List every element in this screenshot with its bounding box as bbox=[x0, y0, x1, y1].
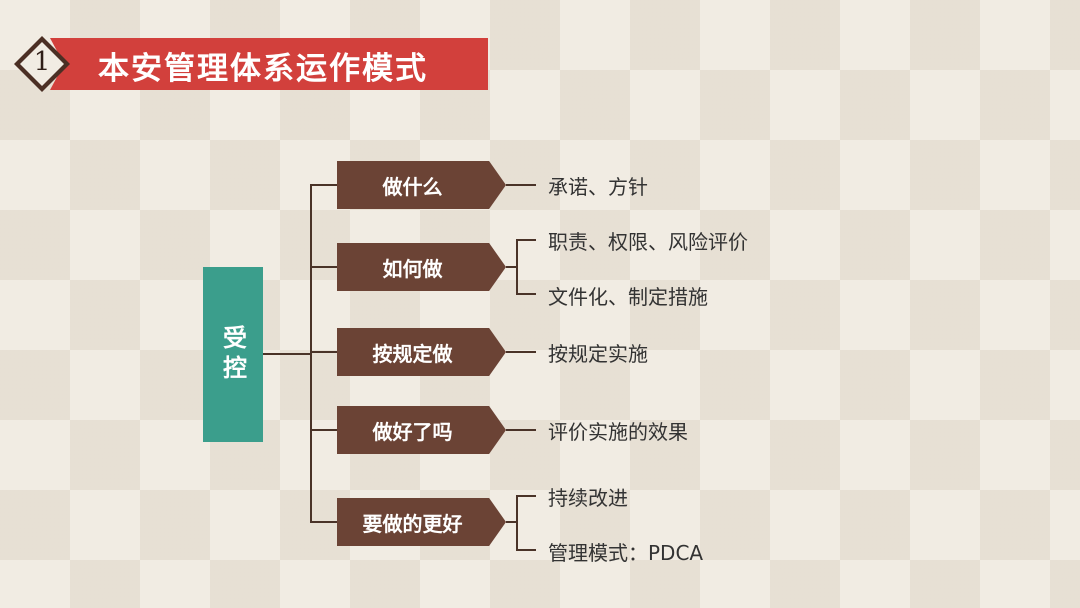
title-band bbox=[50, 38, 488, 90]
step-note: 持续改进 bbox=[548, 486, 628, 510]
note-connector bbox=[516, 239, 536, 241]
step-box: 做什么 bbox=[337, 161, 506, 209]
note-bracket bbox=[516, 495, 518, 550]
step-box: 要做的更好 bbox=[337, 498, 506, 546]
step-box: 按规定做 bbox=[337, 328, 506, 376]
note-connector bbox=[516, 293, 536, 295]
step-note: 职责、权限、风险评价 bbox=[548, 230, 748, 254]
note-connector bbox=[516, 549, 536, 551]
branch-line bbox=[310, 521, 337, 523]
step-note: 评价实施的效果 bbox=[548, 420, 688, 444]
note-connector bbox=[506, 266, 516, 268]
step-box: 做好了吗 bbox=[337, 406, 506, 454]
note-connector bbox=[506, 521, 516, 523]
step-note: 承诺、方针 bbox=[548, 175, 648, 199]
step-note: 按规定实施 bbox=[548, 342, 648, 366]
note-connector bbox=[506, 429, 536, 431]
branch-line bbox=[310, 429, 337, 431]
note-connector bbox=[506, 184, 536, 186]
note-bracket bbox=[516, 239, 518, 294]
section-header: 本安管理体系运作模式 1 bbox=[14, 36, 488, 96]
step-box: 如何做 bbox=[337, 243, 506, 291]
root-node: 受控 bbox=[203, 267, 263, 442]
note-connector bbox=[516, 495, 536, 497]
root-connector bbox=[263, 353, 310, 355]
step-note: 管理模式：PDCA bbox=[548, 541, 704, 565]
section-number: 1 bbox=[33, 47, 51, 77]
branch-line bbox=[310, 266, 337, 268]
branch-line bbox=[310, 351, 337, 353]
note-connector bbox=[506, 351, 536, 353]
page-title: 本安管理体系运作模式 bbox=[98, 51, 428, 87]
step-note: 文件化、制定措施 bbox=[548, 285, 708, 309]
branch-line bbox=[310, 184, 337, 186]
